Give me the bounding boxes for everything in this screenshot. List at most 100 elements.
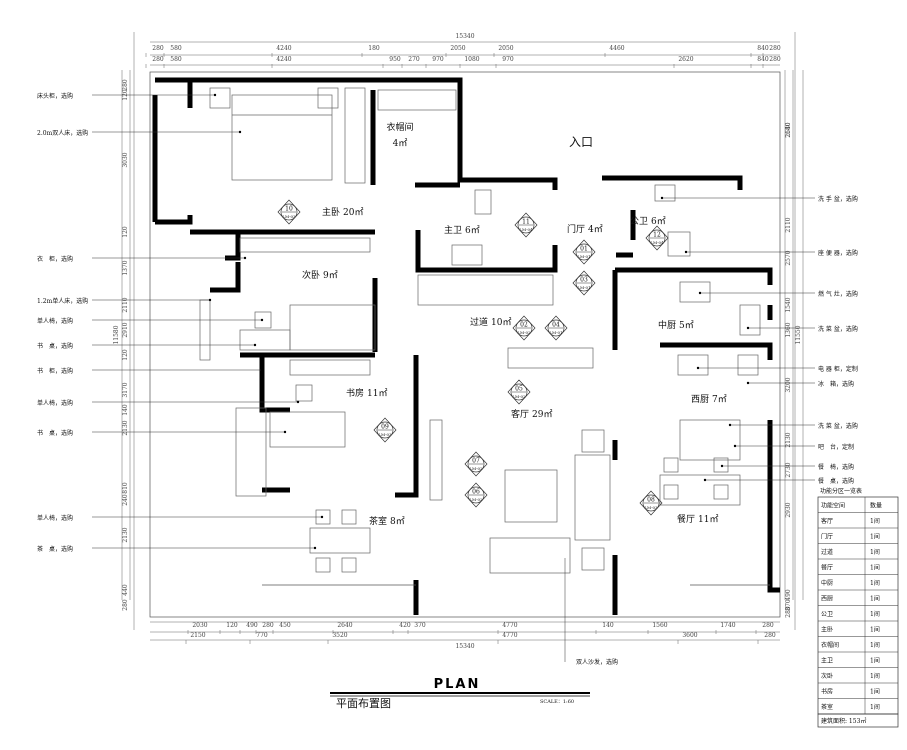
dimension-value: 2130 [122, 420, 129, 435]
dimension-value: 280 [152, 45, 164, 52]
drawing-title: 平面布置图 [336, 697, 391, 710]
dimension-value: 2730 [785, 462, 792, 477]
elevation-tags: 10LM-0311LM-0401LM-0112LM-0403LM-0102LM-… [277, 199, 669, 516]
room-name: 西厨 [691, 394, 709, 405]
dimension-value: 440 [122, 584, 129, 596]
left-callout-label: 床头柜，选购 [37, 92, 73, 100]
right-callout-label: 洗 手 盆，选购 [818, 195, 858, 203]
table-cell: 书房 [821, 688, 833, 696]
table-cell: 1间 [870, 564, 880, 572]
table-cell: 衣帽间 [821, 641, 839, 649]
table-cell: 餐厅 [821, 564, 833, 572]
room-name: 过道 [470, 316, 488, 328]
room-area: 7㎡ [712, 394, 727, 405]
room-name: 公卫 [630, 216, 648, 227]
plan-label: PLAN [434, 677, 481, 692]
dimension-value: 140 [602, 622, 614, 629]
dimension-value: 4770 [502, 632, 517, 639]
left-callout-label: 1.2m单人床，选购 [37, 297, 88, 305]
dimension-value: 120 [122, 349, 129, 361]
room-name: 书房 [346, 387, 364, 399]
room-name: 中厨 [658, 319, 676, 331]
tag-code: LM-02 [512, 394, 526, 399]
room-area: 8㎡ [390, 516, 405, 527]
table-row: 餐厅 1间 [821, 564, 880, 572]
room-area: 4㎡ [393, 138, 408, 149]
dimension-value: 420 [399, 622, 411, 629]
dimension-value: 2130 [785, 432, 792, 447]
dimension-value: 2150 [190, 632, 205, 639]
tag-code: LM-02 [469, 466, 483, 471]
dimension-value: 950 [389, 56, 401, 63]
right-callout-label: 电 器 柜，定制 [818, 365, 858, 373]
bottom-total-dimension: 15340 [455, 643, 474, 650]
table-cell: 1间 [870, 610, 880, 618]
tag-number: 02 [520, 322, 528, 329]
tag-number: 12 [653, 232, 661, 239]
dimension-value: 120 [226, 622, 238, 629]
tag-code: LM-01 [577, 285, 590, 290]
left-total-dimension: 11580 [113, 325, 120, 344]
table-footer: 建筑面积: 153㎡ [821, 717, 866, 725]
dimension-value: 270 [408, 56, 420, 63]
left-callout-label: 茶 桌，选购 [37, 545, 73, 553]
table-cell: 1间 [870, 672, 880, 680]
dimension-value: 280 [785, 606, 792, 618]
dimension-value: 2570 [785, 250, 792, 265]
table-cell: 1间 [870, 548, 880, 556]
room-name: 主卧 [322, 206, 340, 218]
dimension-value: 3600 [682, 632, 697, 639]
entrance-label: 入口 [569, 135, 593, 149]
tag-number: 08 [647, 497, 655, 504]
dimension-value: 3170 [122, 382, 129, 397]
table-cell: 西厨 [821, 596, 833, 603]
room-name: 客厅 [511, 408, 529, 420]
dimension-value: 1080 [464, 56, 479, 63]
right-callout-label: 座 便 器，选购 [818, 249, 858, 257]
dimension-value: 580 [170, 56, 182, 63]
table-cell: 1间 [870, 595, 880, 603]
table-cell: 公卫 [821, 611, 833, 618]
dimension-value: 280 [122, 599, 129, 611]
tag-number: 10 [285, 206, 293, 213]
dimension-value: 810 [122, 482, 129, 494]
room-name: 衣帽间 [386, 121, 413, 133]
dimension-value: 280 [122, 79, 129, 91]
room-label: 衣帽间 4㎡ [386, 121, 413, 149]
room-area: 20㎡ [343, 207, 363, 218]
dimension-value: 280 [764, 632, 776, 639]
left-callout-label: 书 柜，选购 [37, 367, 73, 375]
dimension-value: 2580 [785, 122, 792, 137]
dimension-value: 840 [757, 45, 769, 52]
dimension-value: 490 [785, 589, 792, 601]
tag-number: 03 [580, 277, 588, 284]
tag-number: 05 [515, 386, 523, 393]
table-row: 西厨 1间 [821, 595, 880, 603]
dimension-value: 1740 [720, 622, 735, 629]
